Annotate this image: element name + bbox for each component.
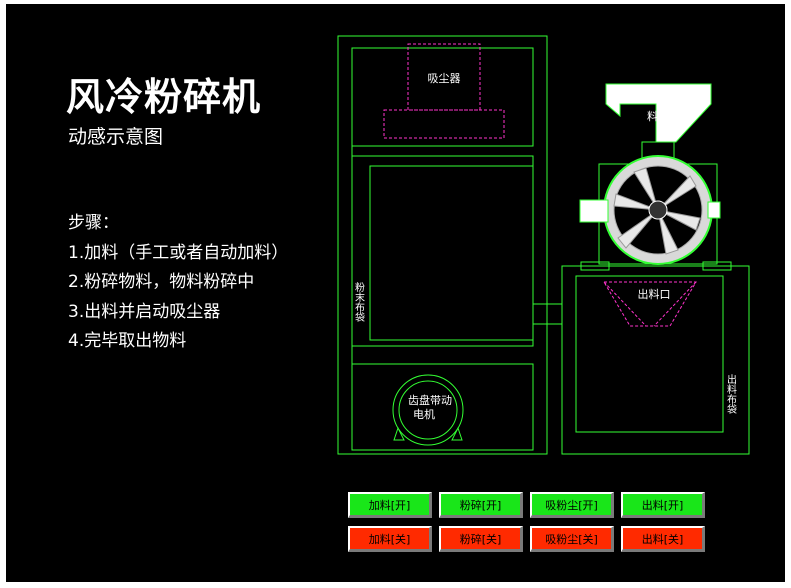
crusher-stand — [580, 261, 610, 271]
hopper — [605, 83, 712, 143]
feed-off-button[interactable]: 加料[关] — [348, 526, 432, 552]
motor-base — [393, 426, 405, 441]
vacuum-compartment — [351, 47, 534, 147]
dust-suction-off-button[interactable]: 吸粉尘[关] — [530, 526, 614, 552]
powder-bag-label: 粉末布袋 — [353, 281, 365, 322]
motor-housing — [392, 374, 464, 446]
cabinet-frame — [337, 35, 548, 455]
vacuum-label: 吸尘器 — [428, 72, 461, 85]
outlet-funnel — [603, 281, 697, 327]
rotor-hub — [648, 200, 668, 220]
crusher-diagram: 吸尘器 料斗 出料口 齿盘带动 电机 粉末布袋 出料布袋 — [337, 35, 750, 455]
steps-heading: 步骤： — [68, 213, 119, 233]
rotor-blades — [613, 167, 701, 255]
crush-on-button[interactable]: 粉碎[开] — [439, 492, 523, 518]
motor-label-1: 齿盘带动 — [408, 393, 452, 407]
output-bag — [575, 275, 724, 433]
feed-on-button[interactable]: 加料[开] — [348, 492, 432, 518]
outlet-label: 出料口 — [638, 287, 671, 301]
powder-bag-compartment — [351, 155, 534, 347]
output-bag-label: 出料布袋 — [725, 373, 737, 414]
discharge-on-button[interactable]: 出料[开] — [621, 492, 705, 518]
shaft-left — [579, 199, 609, 223]
shaft-right — [707, 201, 721, 219]
outlet-slope — [603, 281, 647, 327]
discharge-off-button[interactable]: 出料[关] — [621, 526, 705, 552]
hmi-screen: 风冷粉碎机 动感示意图 步骤： 1.加料（手工或者自动加料） 2.粉碎物料，物料… — [6, 4, 785, 582]
page-title: 风冷粉碎机 — [66, 75, 262, 119]
powder-bag — [369, 165, 534, 341]
step-item: 3.出料并启动吸尘器 — [68, 301, 221, 322]
step-item: 4.完毕取出物料 — [68, 331, 187, 351]
motor-inner — [398, 380, 458, 440]
page-subtitle: 动感示意图 — [68, 126, 164, 148]
crush-off-button[interactable]: 粉碎[关] — [439, 526, 523, 552]
hopper-label: 料斗 — [647, 109, 669, 123]
step-item: 2.粉碎物料，物料粉碎中 — [68, 272, 255, 292]
outlet-slope — [653, 281, 697, 327]
output-cabinet — [561, 265, 750, 455]
motor-base — [451, 426, 463, 441]
vacuum-body — [407, 43, 481, 111]
motor-compartment — [351, 363, 534, 451]
step-item: 1.加料（手工或者自动加料） — [68, 242, 289, 263]
vacuum-base — [383, 109, 505, 139]
steps-panel: 步骤： 1.加料（手工或者自动加料） 2.粉碎物料，物料粉碎中 3.出料并启动吸… — [68, 209, 288, 357]
motor-label-2: 电机 — [413, 407, 435, 421]
dust-suction-on-button[interactable]: 吸粉尘[开] — [530, 492, 614, 518]
